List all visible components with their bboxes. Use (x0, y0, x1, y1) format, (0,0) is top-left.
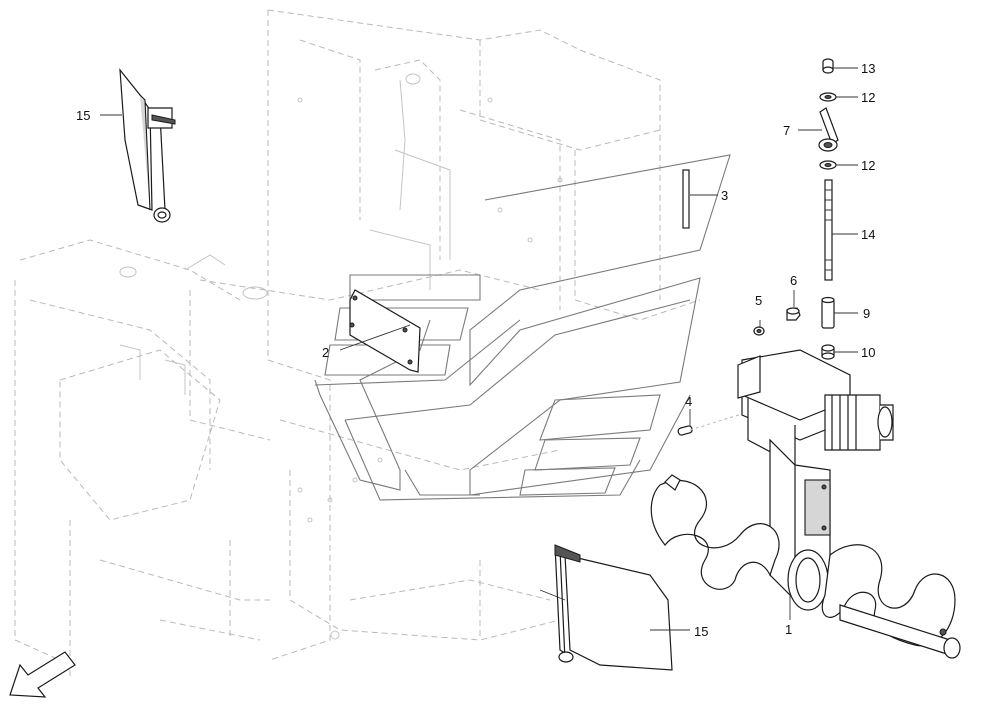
callout-1: 1 (785, 622, 792, 637)
part-1-auger-assembly (650, 349, 961, 659)
callout-14: 14 (861, 227, 875, 242)
part-10-nut (821, 344, 835, 360)
callout-15-lower: 15 (694, 624, 708, 639)
callout-12-bottom: 12 (861, 158, 875, 173)
callout-3: 3 (721, 188, 728, 203)
callout-12-top: 12 (861, 90, 875, 105)
part-2-plate (349, 289, 421, 373)
ghost-machine-frame (14, 9, 701, 680)
part-6-nut (786, 307, 801, 321)
direction-arrow-icon (9, 651, 76, 698)
callout-5: 5 (755, 293, 762, 308)
part-5-washer (753, 326, 765, 336)
callout-15-upper: 15 (76, 108, 90, 123)
callout-labels: 15 2 3 4 5 6 7 9 10 12 12 13 14 1 15 (76, 61, 875, 639)
callout-4: 4 (685, 394, 692, 409)
part-13-nut (822, 58, 834, 74)
part-14-threaded-rod (824, 179, 833, 281)
part-12-washer-bottom (819, 160, 837, 170)
callout-13: 13 (861, 61, 875, 76)
callout-2: 2 (322, 345, 329, 360)
part-9-sleeve (821, 296, 835, 329)
part-12-washer-top (819, 92, 837, 102)
decal-strip-3 (682, 169, 690, 229)
callout-9: 9 (863, 306, 870, 321)
callout-7: 7 (783, 123, 790, 138)
callout-10: 10 (861, 345, 875, 360)
part-7-lever (818, 107, 839, 152)
decal-stripes (314, 154, 731, 501)
callout-6: 6 (790, 273, 797, 288)
part-15-flap-lower (554, 544, 673, 671)
part-15-flap-upper (119, 68, 176, 223)
leader-lines (100, 67, 858, 631)
